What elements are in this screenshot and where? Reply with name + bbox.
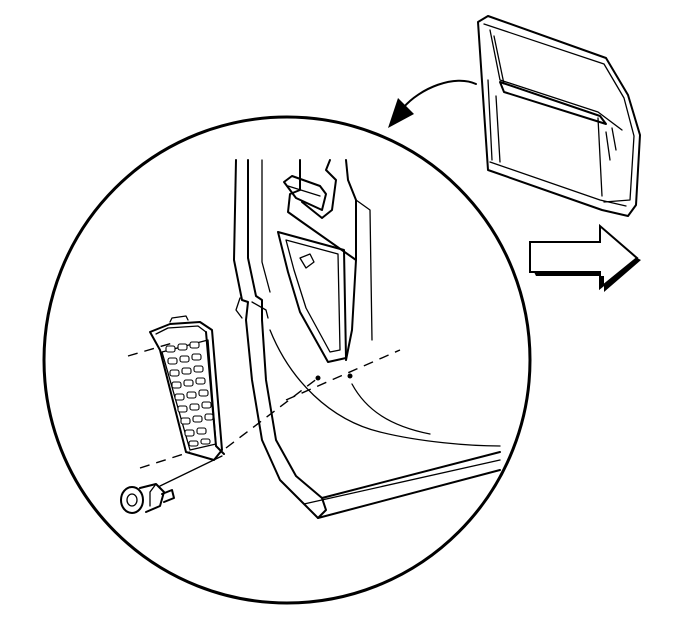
vent-grille <box>149 315 225 461</box>
detail-view-circle <box>42 115 532 605</box>
front-door-icon <box>477 15 641 217</box>
forward-arrow-icon <box>529 223 641 292</box>
curved-arrow-icon <box>388 79 477 128</box>
alignment-lines <box>127 341 401 487</box>
door-lower-pillar <box>233 159 501 519</box>
grille-slots <box>165 341 214 447</box>
retaining-bolt <box>120 483 175 514</box>
